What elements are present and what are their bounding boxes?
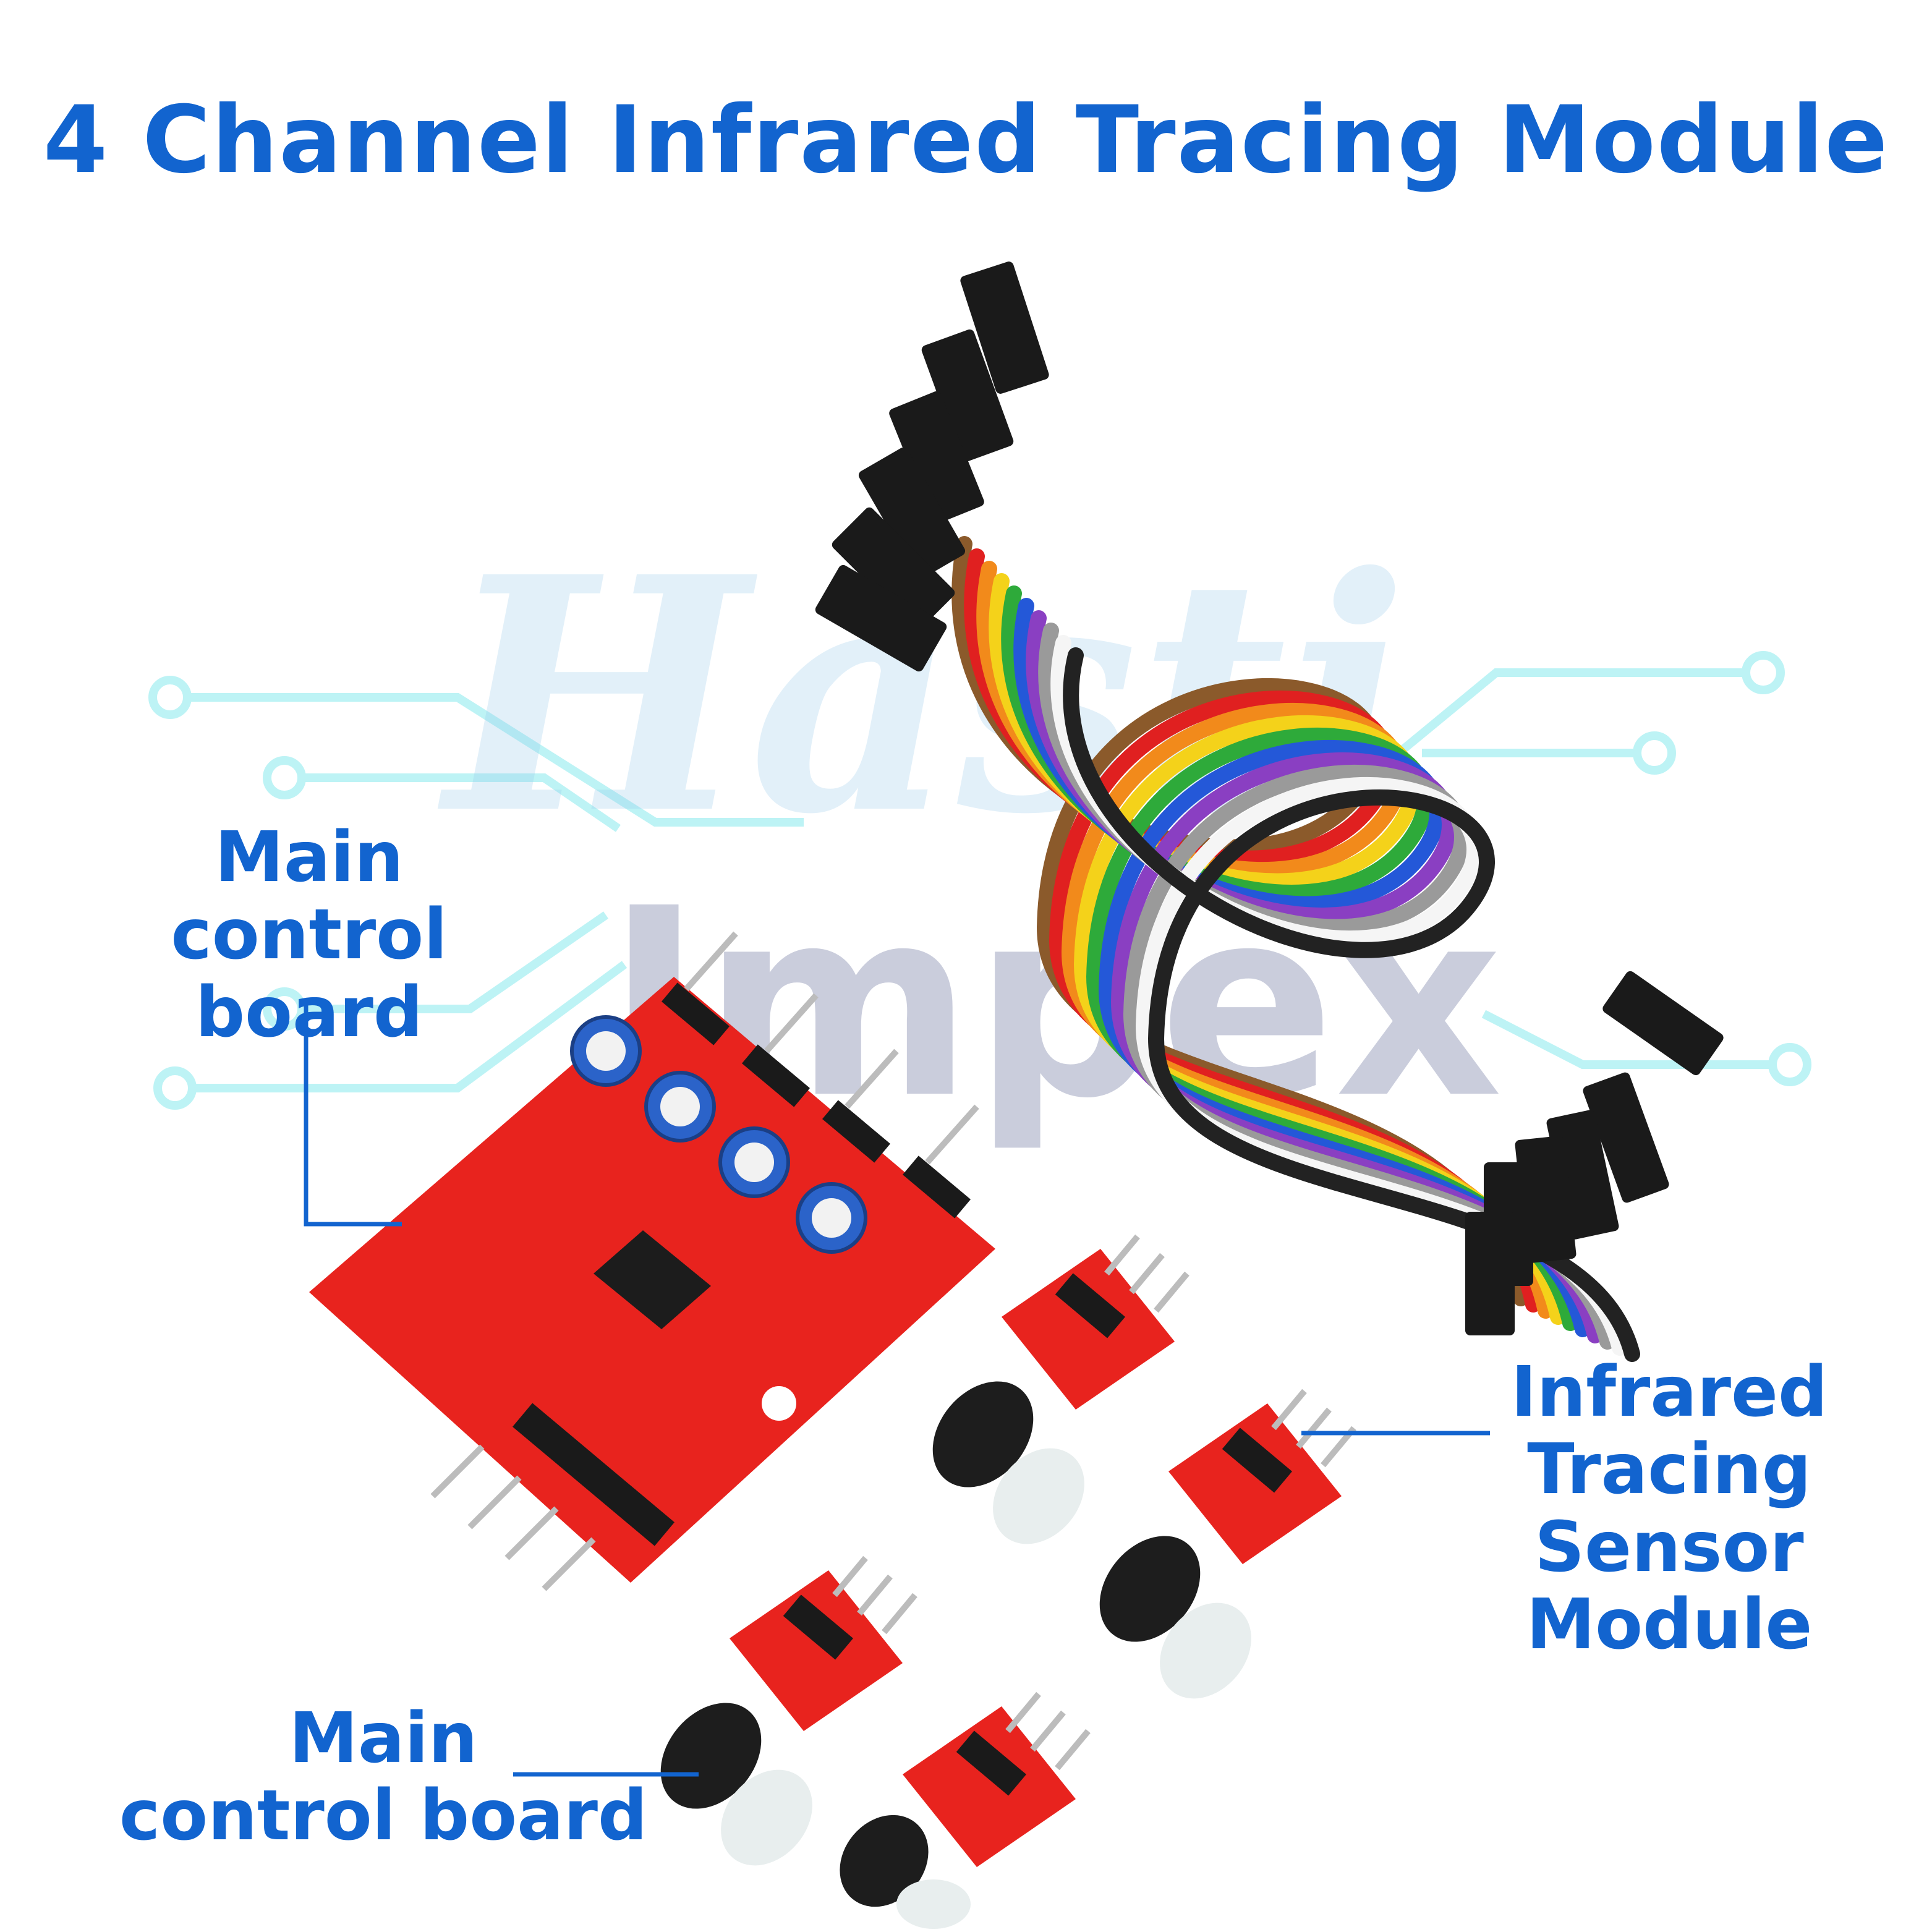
sensor-module-3 — [660, 1555, 917, 1866]
top-connectors — [815, 262, 1049, 672]
sensor-module-2 — [1099, 1389, 1356, 1699]
label-line: Infrared — [1510, 1352, 1828, 1432]
page-title: 4 Channel Infrared Tracing Module — [43, 87, 1889, 194]
sensor-module-1 — [932, 1234, 1189, 1544]
label-line: Module — [1526, 1585, 1813, 1666]
label-leader-lines — [304, 1005, 1490, 1777]
label-line: control board — [119, 1776, 648, 1857]
label-infrared-sensor-module: Infrared Tracing Sensor Module — [1496, 1352, 1842, 1666]
jumper-cable-bundle — [951, 536, 1640, 1362]
label-line: Main — [289, 1698, 478, 1779]
sensor-module-4 — [840, 1692, 1091, 1929]
label-main-control-board-top: Main control board — [68, 819, 550, 1052]
label-line: Sensor — [1534, 1507, 1804, 1588]
label-line: Tracing — [1527, 1429, 1811, 1510]
label-main-control-board-bottom: Main control board — [117, 1700, 649, 1855]
main-control-board — [309, 931, 995, 1591]
label-line: board — [195, 972, 423, 1053]
bottom-connectors — [1465, 971, 1724, 1335]
label-line: Main control — [171, 817, 448, 976]
